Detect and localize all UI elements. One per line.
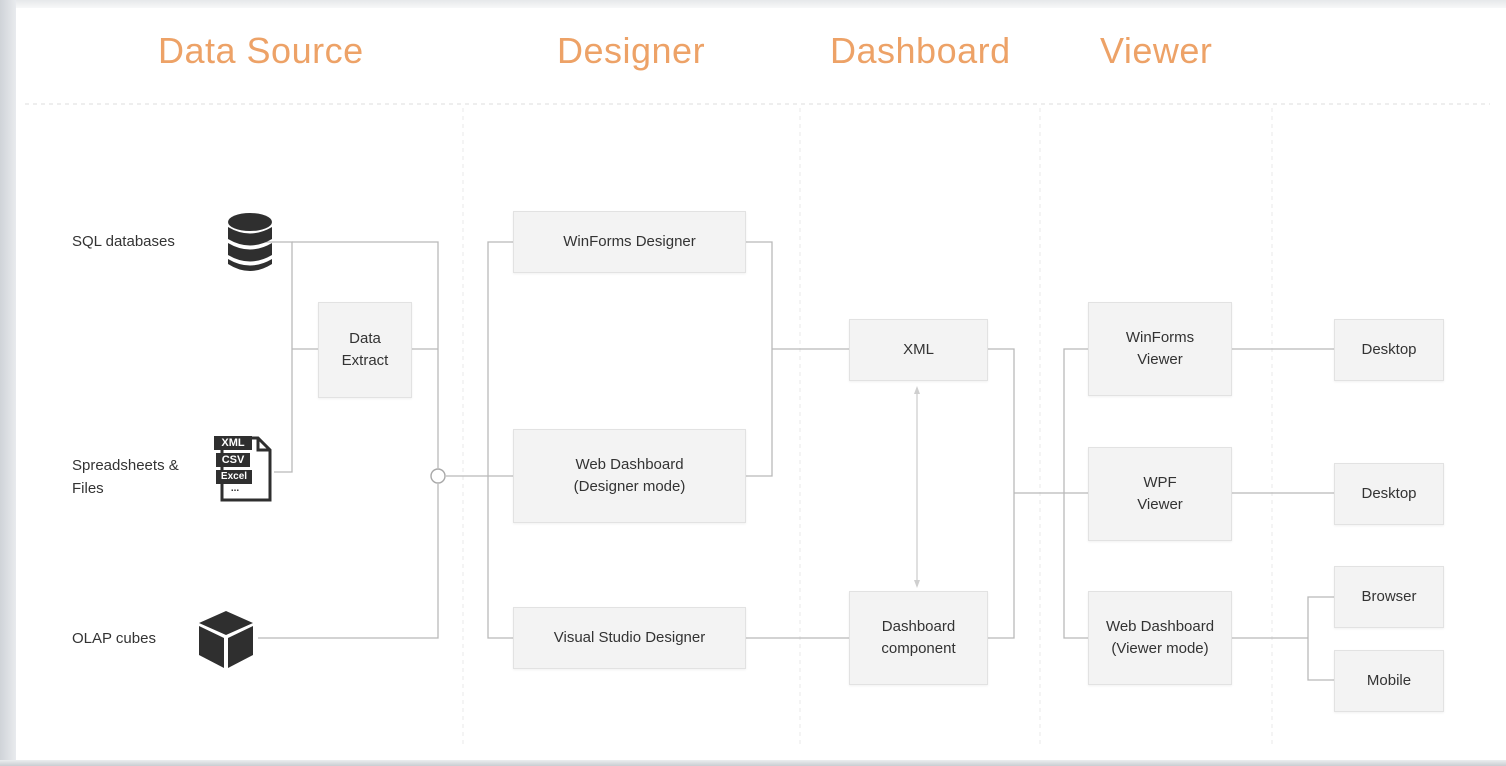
visual-studio-designer-label: Visual Studio Designer (553, 629, 706, 646)
web-dashboard-viewer-box: Web Dashboard (Viewer mode) (1088, 591, 1232, 685)
mobile-label: Mobile (1366, 672, 1412, 689)
desktop-box-2: Desktop (1334, 463, 1444, 525)
olap-bus (258, 484, 439, 639)
spreadsheets-label-line2: Files (72, 480, 104, 497)
web-designer-line2: (Designer mode) (573, 478, 686, 495)
winforms-viewer-line2: Viewer (1137, 351, 1183, 368)
component-line2: component (881, 640, 956, 657)
xml-box: XML (849, 319, 988, 381)
heading-viewer: Viewer (1100, 30, 1213, 71)
wpf-viewer-line2: Viewer (1137, 496, 1183, 513)
web-viewer-line1: Web Dashboard (1105, 618, 1215, 635)
browser-mobile-bracket (1307, 596, 1334, 681)
browser-box: Browser (1334, 566, 1444, 628)
component-line1: Dashboard (881, 618, 956, 635)
heading-data-source: Data Source (158, 30, 364, 71)
csv-tag: CSV (216, 453, 250, 467)
dashboard-right-bracket (988, 348, 1015, 639)
wpf-viewer-box: WPF Viewer (1088, 447, 1232, 541)
sql-databases-label: SQL databases (72, 233, 175, 250)
desktop-label-1: Desktop (1361, 341, 1417, 358)
file-formats-icon: XML CSV Excel ... (214, 432, 274, 504)
excel-tag: Excel (216, 470, 252, 484)
web-dashboard-designer-box: Web Dashboard (Designer mode) (513, 429, 746, 523)
web-viewer-line2: (Viewer mode) (1111, 640, 1209, 657)
database-icon (228, 213, 272, 271)
olap-cubes-label: OLAP cubes (72, 630, 156, 647)
mobile-box: Mobile (1334, 650, 1444, 712)
frame-bottom (0, 760, 1506, 766)
arrow-up (914, 386, 920, 394)
frame-top (0, 0, 1506, 8)
web-designer-line1: Web Dashboard (575, 456, 684, 473)
bus-junction (430, 468, 446, 484)
sources-connector (255, 241, 293, 473)
visual-studio-designer-box: Visual Studio Designer (513, 607, 746, 669)
cube-icon (199, 611, 253, 668)
dashboard-component-box: Dashboard component (849, 591, 988, 685)
xml-tag: XML (214, 436, 252, 450)
viewer-left-bracket (1063, 348, 1088, 639)
data-extract-line1: Data (349, 330, 381, 347)
frame-left (0, 0, 16, 766)
winforms-designer-label: WinForms Designer (563, 233, 696, 250)
desktop-label-2: Desktop (1361, 485, 1417, 502)
sql-bus (292, 241, 439, 468)
winforms-designer-box: WinForms Designer (513, 211, 746, 273)
heading-designer: Designer (557, 30, 706, 71)
wpf-viewer-line1: WPF (1143, 474, 1177, 491)
arrow-down (914, 580, 920, 588)
data-extract-line2: Extract (341, 352, 389, 369)
desktop-box-1: Desktop (1334, 319, 1444, 381)
heading-dashboard: Dashboard (830, 30, 1011, 71)
designer-right-bracket (746, 241, 773, 477)
browser-label: Browser (1361, 588, 1417, 605)
winforms-viewer-line1: WinForms (1125, 329, 1195, 346)
xml-label: XML (903, 341, 934, 358)
spreadsheets-label-line1: Spreadsheets & (72, 457, 179, 474)
designer-bracket (487, 241, 513, 639)
more-formats-tag: ... (230, 483, 240, 494)
